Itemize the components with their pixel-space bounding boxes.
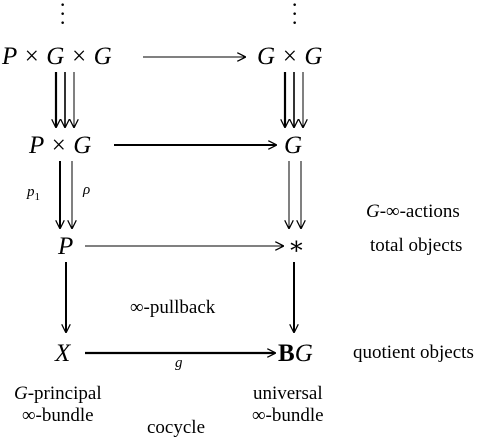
label-rho: ρ [83,182,91,198]
annotation-universal: universal∞-bundle [252,383,324,427]
object-g-g: G × G [257,43,323,70]
object-x: X [55,340,71,367]
annotation-g-principal: G-principal∞-bundle [14,383,102,426]
object-g: G [284,132,303,159]
object-bg: BG [278,341,313,366]
annotation-cocycle: cocycle [147,417,206,438]
object-p: P [58,233,74,260]
annotation-universal-line1: universal [252,383,323,404]
object-bg-g: G [294,340,313,367]
label-p1: p1 [27,184,40,203]
continuation-dots-left: ··· [59,0,67,35]
object-p-g: P × G [29,132,92,159]
object-bg-bold-b: B [278,340,295,367]
annotation-g-principal-line2: ∞-bundle [22,404,94,426]
annotation-actions: G-∞-actions [366,201,460,222]
annotation-total-objects: total objects [370,235,463,256]
annotation-quotient-objects: quotient objects [353,342,474,363]
object-p-g-g: P × G × G [2,43,112,70]
continuation-dots-right: ··· [291,0,299,35]
annotation-universal-line2: ∞-bundle [252,404,324,426]
label-g: g [175,355,183,371]
object-star: ∗ [288,233,305,260]
annotation-pullback: ∞-pullback [130,297,216,318]
